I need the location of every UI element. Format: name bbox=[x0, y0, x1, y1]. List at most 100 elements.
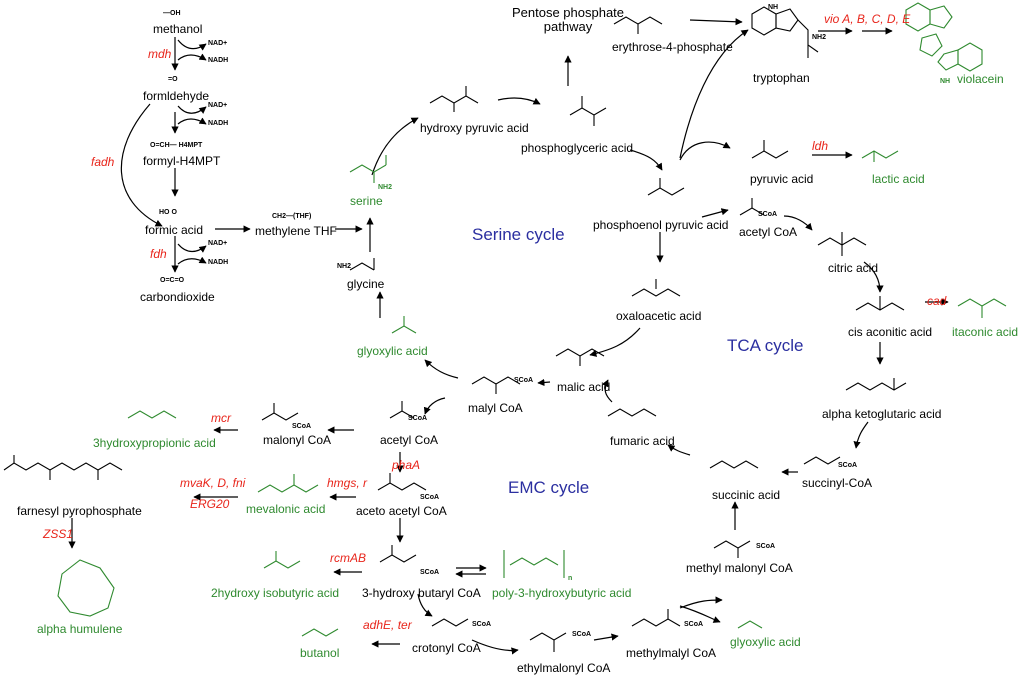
erythrose-4-phosphate-label: erythrose-4-phosphate bbox=[612, 40, 733, 54]
cofactor-nadh-2: NADH bbox=[208, 120, 229, 127]
formic-acid-label: formic acid bbox=[145, 223, 204, 237]
succinyl-coa-label: succinyl-CoA bbox=[802, 476, 873, 490]
crotonyl-coa-label: crotonyl CoA bbox=[412, 641, 481, 655]
acetyl-coa-emc-label: acetyl CoA bbox=[380, 433, 439, 447]
alpha-ketoglutaric-acid-label: alpha ketoglutaric acid bbox=[822, 407, 942, 421]
methylmalylcoa-scoa: SCoA bbox=[684, 621, 704, 628]
lactic-acid-label: lactic acid bbox=[872, 172, 925, 186]
methyl-malonyl-coa-label: methyl malonyl CoA bbox=[686, 561, 793, 575]
cofactor-nad-2: NAD+ bbox=[208, 102, 228, 109]
carbondioxide-label: carbondioxide bbox=[140, 290, 215, 304]
formic-fragment: HO O bbox=[159, 209, 177, 216]
arrow-fumaric-malic bbox=[601, 379, 613, 403]
cofactor-nadh-3: NADH bbox=[208, 259, 229, 266]
phosphoenol-pyruvic-acid-label: phosphoenol pyruvic acid bbox=[593, 218, 729, 232]
phosphoglyceric-acid-label: phosphoglyceric acid bbox=[521, 141, 634, 155]
arrow-pep-tryptophan bbox=[679, 29, 749, 159]
farnesyl-pyrophosphate-label: farnesyl pyrophosphate bbox=[17, 504, 142, 518]
serine-cycle-arrows bbox=[366, 55, 664, 387]
molecule-skeletons bbox=[3, 2, 1007, 652]
enzyme-zss1: ZSS1 bbox=[43, 527, 74, 541]
arrow-nadh2 bbox=[177, 117, 207, 125]
arrow-nadh1 bbox=[177, 53, 207, 61]
serine-cycle-label: Serine cycle bbox=[472, 225, 565, 244]
aromatic-branch-arrows bbox=[679, 18, 893, 161]
tca-cycle-label: TCA cycle bbox=[727, 336, 804, 355]
glycine-nh2: NH2 bbox=[337, 263, 352, 270]
arrow-e4p-tryptophan bbox=[689, 18, 743, 26]
arrow-hb-crotonyl bbox=[417, 593, 433, 617]
thf-fragment: CH2—(THF) bbox=[272, 213, 312, 220]
emc-cycle-arrows bbox=[68, 397, 723, 655]
methanol-chain-arrows bbox=[120, 37, 363, 273]
arrow-oxaloacetic-malic bbox=[589, 327, 641, 357]
acetoacetylcoa-scoa: SCoA bbox=[420, 494, 440, 501]
acetylcoa-emc-scoa: SCoA bbox=[408, 415, 428, 422]
glyoxylic-acid-label: glyoxylic acid bbox=[357, 344, 428, 358]
alpha-humulene-label: alpha humulene bbox=[37, 622, 123, 636]
ethylmalonyl-coa-label: ethylmalonyl CoA bbox=[517, 661, 611, 675]
serine-nh2: NH2 bbox=[378, 184, 393, 191]
arrow-nad3 bbox=[177, 243, 207, 253]
arrow-pga-pyruvic bbox=[679, 141, 731, 161]
malyl-coa-label: malyl CoA bbox=[468, 401, 523, 415]
cofactor-nad-1: NAD+ bbox=[208, 40, 228, 47]
arrow-malyl-acetylcoa bbox=[423, 397, 446, 415]
violacein-label: violacein bbox=[957, 72, 1004, 86]
3-hydroxy-butaryl-coa-label: 3-hydroxy butaryl CoA bbox=[362, 586, 481, 600]
malylcoa-scoa: SCoA bbox=[514, 377, 534, 384]
malonylcoa-scoa: SCoA bbox=[292, 423, 312, 430]
arrow-pga-pep bbox=[629, 149, 663, 171]
3hydroxypropionic-acid-label: 3hydroxypropionic acid bbox=[93, 436, 216, 450]
succinic-acid-label: succinic acid bbox=[712, 488, 781, 502]
arrow-nadh3 bbox=[177, 256, 207, 265]
violacein-nh: NH bbox=[940, 78, 951, 85]
arrow-crotonyl-ethylmalonyl bbox=[471, 639, 519, 655]
arrow-succinic-fumaric bbox=[667, 444, 691, 456]
itaconic-acid-label: itaconic acid bbox=[952, 325, 1019, 339]
malic-acid-label: malic acid bbox=[557, 380, 611, 394]
tryptophan-label: tryptophan bbox=[753, 71, 810, 85]
methylmalyl-coa-label: methylmalyl CoA bbox=[626, 646, 717, 660]
formyl-fragment: O=CH— H4MPT bbox=[150, 142, 203, 149]
tryptophan-nh: NH bbox=[768, 4, 779, 11]
arrow-nad2 bbox=[177, 105, 207, 114]
emc-cycle-label: EMC cycle bbox=[508, 478, 590, 497]
cis-aconitic-acid-label: cis aconitic acid bbox=[848, 325, 933, 339]
co2-fragment: O=C=O bbox=[160, 277, 185, 284]
enzyme-phaA: phaA bbox=[392, 458, 421, 472]
hydroxy-pyruvic-acid-label: hydroxy pyruvic acid bbox=[420, 121, 529, 135]
enzyme-mvak: mvaK, D, fni bbox=[180, 476, 246, 490]
arrow-fadh-bypass bbox=[120, 103, 163, 227]
arrow-acetylcoa-citric bbox=[783, 215, 813, 231]
methanol-label: methanol bbox=[153, 22, 203, 36]
succinylcoa-scoa: SCoA bbox=[838, 462, 858, 469]
serine-label: serine bbox=[350, 194, 383, 208]
malonyl-coa-label: malonyl CoA bbox=[263, 433, 332, 447]
arrow-akg-succinylcoa bbox=[853, 421, 869, 449]
arrow-citric-cisaconitic bbox=[863, 261, 884, 293]
enzyme-mdh: mdh bbox=[148, 47, 172, 61]
tryptophan-nh2: NH2 bbox=[812, 34, 827, 41]
methanol-oh-fragment: —OH bbox=[163, 10, 181, 17]
oxaloacetic-acid-label: oxaloacetic acid bbox=[616, 309, 702, 323]
methylmalonylcoa-scoa: SCoA bbox=[756, 543, 776, 550]
mevalonic-acid-label: mevalonic acid bbox=[246, 502, 326, 516]
ethylmalonylcoa-scoa: SCoA bbox=[572, 631, 592, 638]
butanol-label: butanol bbox=[300, 646, 340, 660]
glycine-label: glycine bbox=[347, 277, 385, 291]
arrow-serine-hydroxypyruvic bbox=[371, 117, 419, 176]
formaldehyde-label: formldehyde bbox=[143, 89, 210, 103]
acetyl-coa-tca-label: acetyl CoA bbox=[739, 225, 798, 239]
enzyme-ldh: ldh bbox=[812, 139, 829, 153]
enzyme-cad: cad bbox=[927, 294, 947, 308]
pentose-phosphate-pathway-label: Pentose phosphate pathway bbox=[511, 5, 625, 34]
fumaric-acid-label: fumaric acid bbox=[610, 434, 675, 448]
enzyme-fdh: fdh bbox=[150, 247, 167, 261]
citric-acid-label: citric acid bbox=[828, 261, 879, 275]
arrow-malyl-glyoxylic bbox=[424, 359, 459, 379]
poly-3-hydroxybutyric-acid-label: poly-3-hydroxybutyric acid bbox=[492, 586, 632, 600]
arrow-pep-acetylcoa bbox=[701, 208, 729, 218]
arrow-methylmalyl-methylmalonyl bbox=[679, 596, 723, 609]
